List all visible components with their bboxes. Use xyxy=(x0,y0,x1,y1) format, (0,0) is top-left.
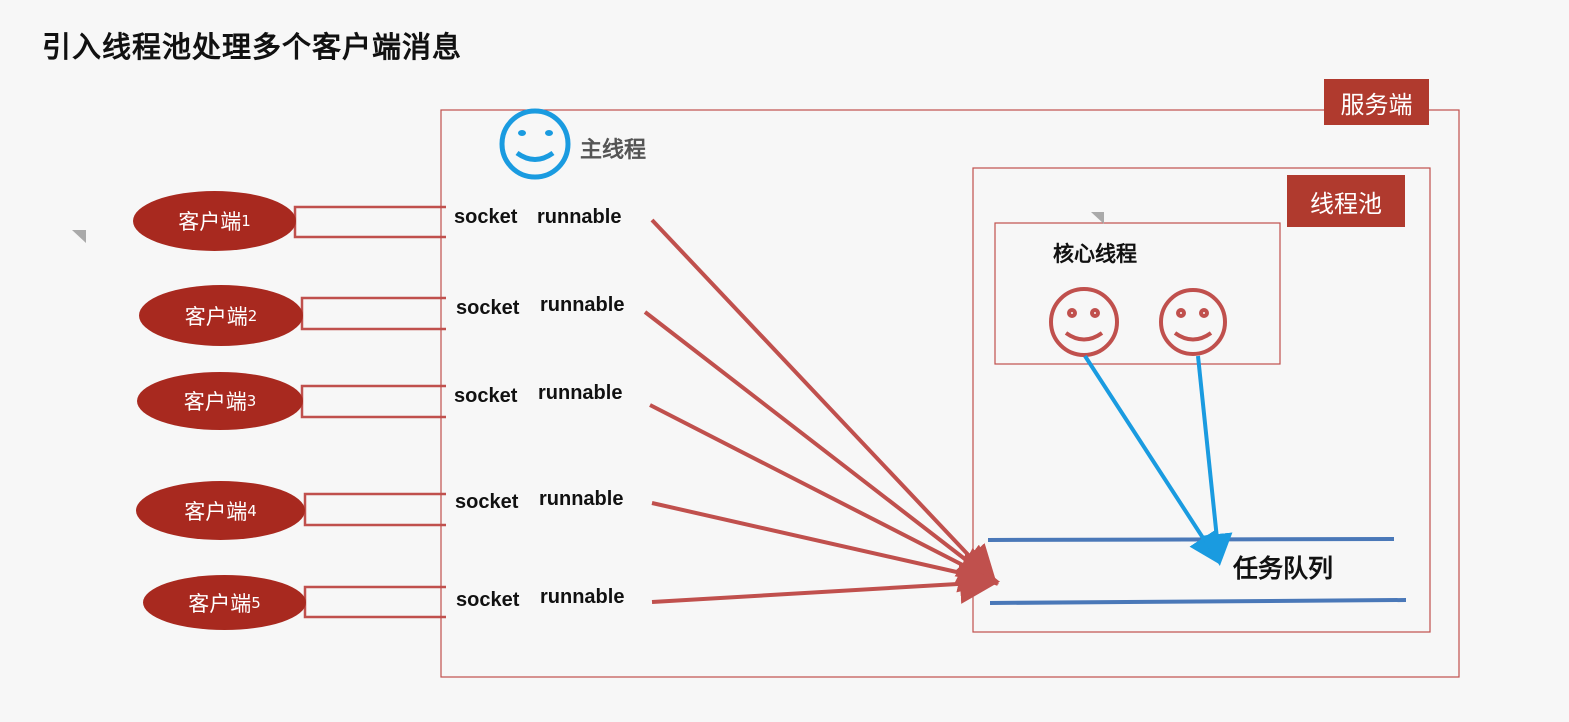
arrow-runnable-3 xyxy=(649,403,1000,584)
submit-task-arrows xyxy=(643,218,1000,604)
arrow-runnable-2 xyxy=(643,310,999,585)
client-number: 5 xyxy=(251,593,261,612)
client-number: 4 xyxy=(247,501,257,520)
client-name: 客户端 xyxy=(183,390,247,414)
client-name: 客户端 xyxy=(188,591,252,616)
arrow-runnable-5 xyxy=(651,563,1000,604)
thread-pool-tag: 线程池 xyxy=(1287,175,1405,227)
client-name: 客户端 xyxy=(184,499,248,524)
runnable-label: runnable xyxy=(540,294,625,316)
arrow-core-2 xyxy=(1196,355,1233,566)
client-connectors xyxy=(293,205,446,619)
socket-label: socket xyxy=(456,589,520,611)
runnable-label: runnable xyxy=(540,586,625,608)
runnable-label: runnable xyxy=(538,382,623,404)
core-thread-box xyxy=(994,222,1281,365)
corner-marker xyxy=(72,230,86,243)
core-threads-label: 核心线程 xyxy=(1053,242,1137,266)
arrow-runnable-1 xyxy=(650,218,998,586)
runnable-label: runnable xyxy=(539,488,624,510)
core-thread-smiley-icon xyxy=(1049,287,1119,357)
client-number: 3 xyxy=(246,392,257,410)
client-name: 客户端 xyxy=(178,210,242,234)
main-thread-label: 主线程 xyxy=(580,138,647,163)
page-title: 引入线程池处理多个客户端消息 xyxy=(42,30,463,64)
corner-marker xyxy=(1091,212,1104,224)
runnable-label: runnable xyxy=(537,206,622,228)
socket-label: socket xyxy=(454,206,518,228)
task-queue-label: 任务队列 xyxy=(1233,554,1334,583)
task-queue-top-line xyxy=(987,537,1395,542)
arrow-core-1 xyxy=(1083,354,1221,565)
socket-label: socket xyxy=(455,491,519,513)
socket-label: socket xyxy=(454,385,518,407)
thread-pool-box xyxy=(972,167,1431,633)
server-tag: 服务端 xyxy=(1324,79,1429,125)
task-queue-bottom-line xyxy=(989,598,1407,605)
client-number: 1 xyxy=(241,212,251,230)
client-number: 2 xyxy=(247,306,258,325)
server-box xyxy=(440,109,1460,678)
fetch-task-arrows xyxy=(1083,354,1233,566)
socket-label: socket xyxy=(456,297,520,319)
arrow-runnable-4 xyxy=(651,501,1000,593)
main-thread-smiley-icon xyxy=(499,108,571,180)
client-name: 客户端 xyxy=(184,304,248,329)
core-thread-smiley-icon xyxy=(1159,288,1227,356)
